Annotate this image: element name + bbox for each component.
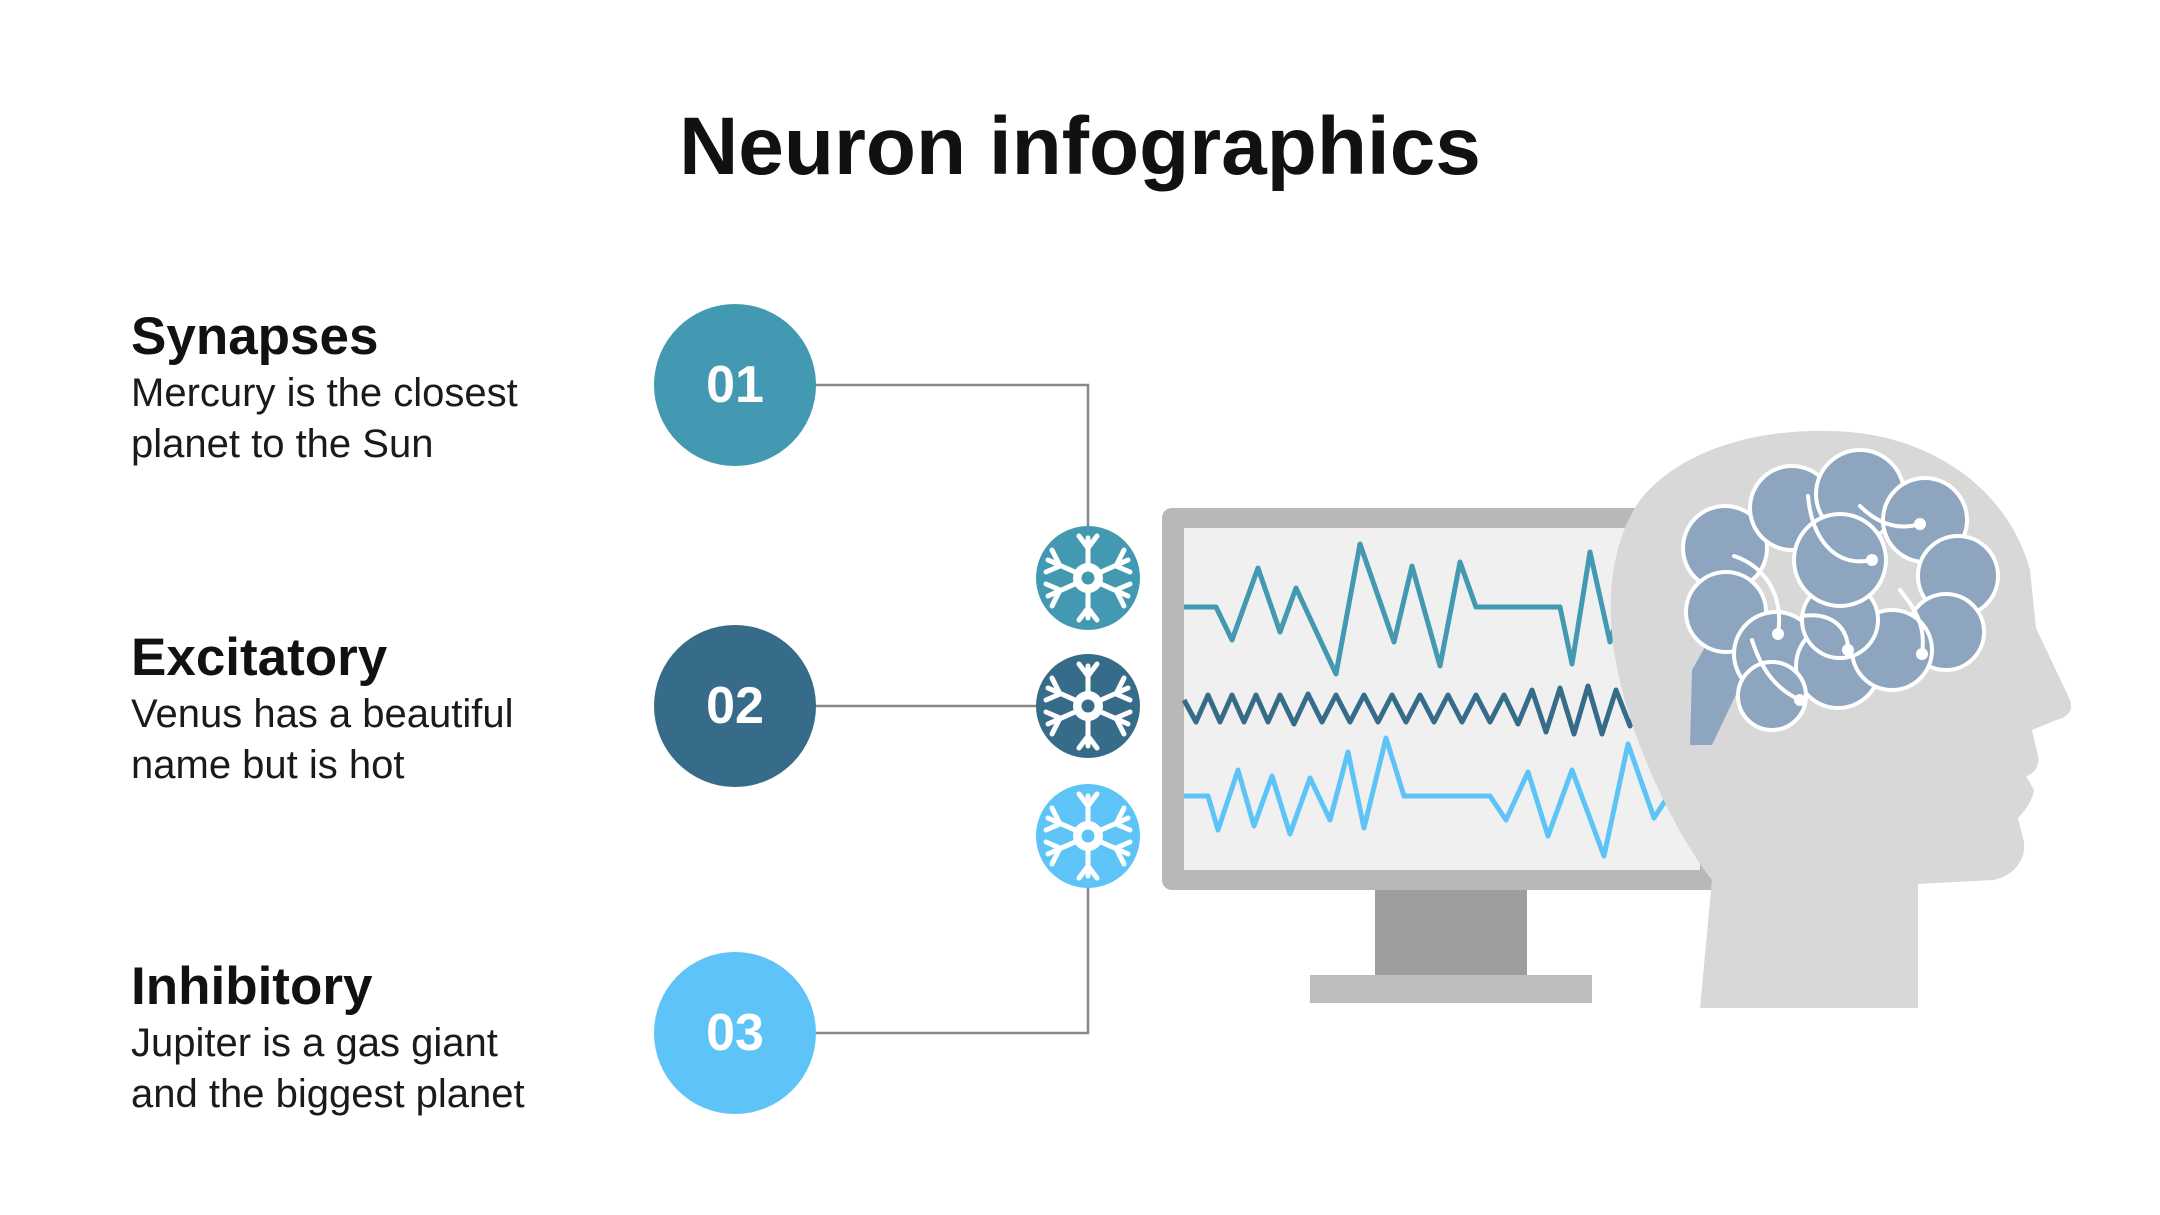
item-description-line: Mercury is the closest — [131, 371, 518, 415]
item-description-line: Venus has a beautiful — [131, 692, 514, 736]
number-circle-03: 03 — [654, 952, 816, 1114]
number-circle-01: 01 — [654, 304, 816, 466]
number-circle-02: 02 — [654, 625, 816, 787]
item-synapses: Synapses Mercury is the closest planet t… — [131, 306, 651, 470]
page-title: Neuron infographics — [679, 101, 1481, 192]
neuron-circle-02 — [1036, 654, 1140, 758]
item-excitatory: Excitatory Venus has a beautiful name bu… — [131, 627, 651, 791]
wave-navy — [1181, 683, 1702, 737]
item-inhibitory: Inhibitory Jupiter is a gas giant and th… — [131, 956, 651, 1120]
item-description-line: and the biggest planet — [131, 1072, 525, 1116]
item-title: Inhibitory — [131, 957, 373, 1016]
wave-sky — [1184, 735, 1702, 859]
item-description-line: Jupiter is a gas giant — [131, 1021, 498, 1065]
monitor-icon — [1162, 508, 1722, 1003]
neuron-circle-03 — [1036, 784, 1140, 888]
brain-icon — [1681, 448, 2000, 745]
item-title: Excitatory — [131, 628, 388, 687]
neuron-circle-01 — [1036, 526, 1140, 630]
item-description-line: name but is hot — [131, 743, 405, 787]
item-description-line: planet to the Sun — [131, 422, 434, 466]
item-title: Synapses — [131, 307, 379, 366]
wave-teal — [1184, 541, 1702, 677]
connector-lines — [815, 383, 1090, 1035]
